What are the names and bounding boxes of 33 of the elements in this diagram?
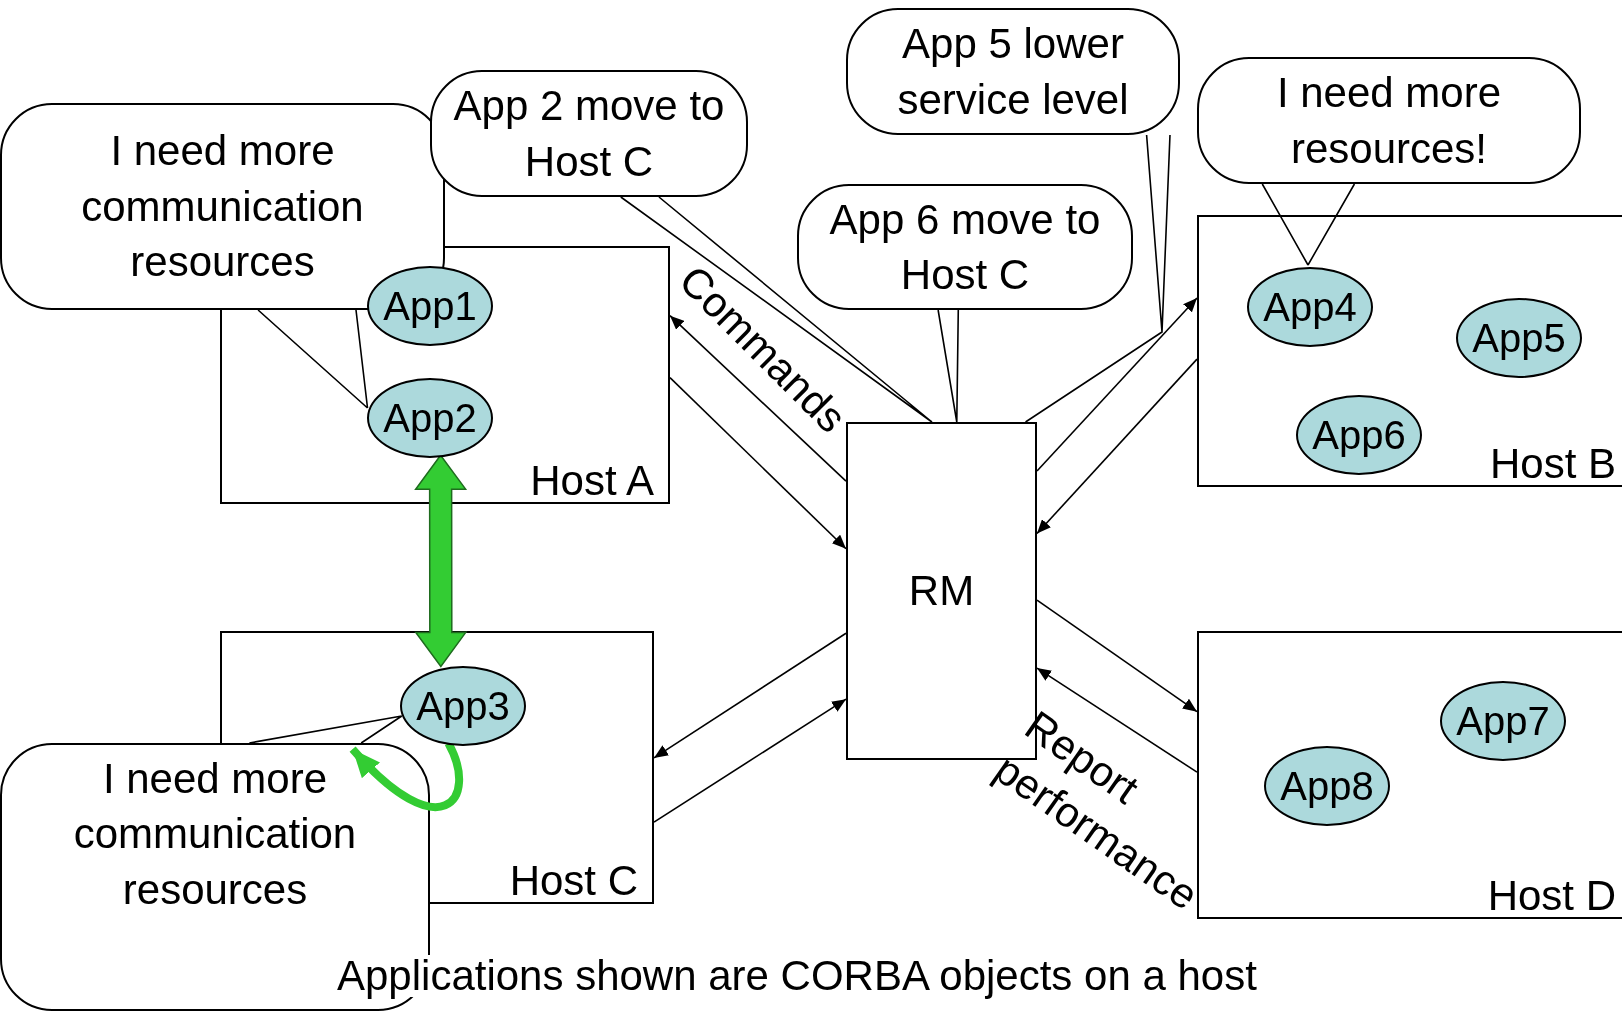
- speech-callout: App 6 move to Host C: [797, 184, 1133, 310]
- callout-pointer: [248, 715, 403, 744]
- arrow: [1036, 297, 1198, 472]
- callout-pointer: [1024, 134, 1171, 423]
- speech-callout: App 5 lower service level: [846, 8, 1180, 135]
- callout-pointer: [620, 196, 933, 423]
- speech-callout: App 2 move to Host C: [430, 70, 748, 197]
- callout-pointer: [257, 309, 369, 409]
- arrow: [1036, 667, 1198, 773]
- host-label: Host B: [1489, 443, 1616, 485]
- host-label: Host C: [509, 860, 638, 902]
- app-ellipse: App8: [1264, 746, 1390, 826]
- app-ellipse: App7: [1440, 681, 1566, 761]
- host-box: [1197, 631, 1622, 919]
- app-ellipse: App2: [367, 378, 493, 458]
- arrow: [669, 314, 847, 482]
- app-ellipse: App3: [400, 666, 526, 746]
- app-ellipse: App1: [367, 266, 493, 346]
- arrow: [653, 632, 847, 759]
- callout-pointer: [937, 309, 960, 423]
- host-box: [1197, 215, 1622, 487]
- app-ellipse: App4: [1247, 267, 1373, 347]
- speech-callout: I need more resources!: [1197, 57, 1581, 184]
- arrow: [1036, 599, 1198, 713]
- caption: Applications shown are CORBA objects on a host: [337, 955, 1257, 997]
- host-label: Host A: [530, 460, 654, 502]
- app-ellipse: App6: [1296, 395, 1422, 475]
- callout-pointer: [1261, 183, 1356, 266]
- arrow: [1036, 358, 1198, 535]
- arrow: [669, 376, 847, 550]
- host-label: Host D: [1487, 875, 1616, 917]
- arrow: [653, 698, 847, 823]
- app-ellipse: App5: [1456, 298, 1582, 378]
